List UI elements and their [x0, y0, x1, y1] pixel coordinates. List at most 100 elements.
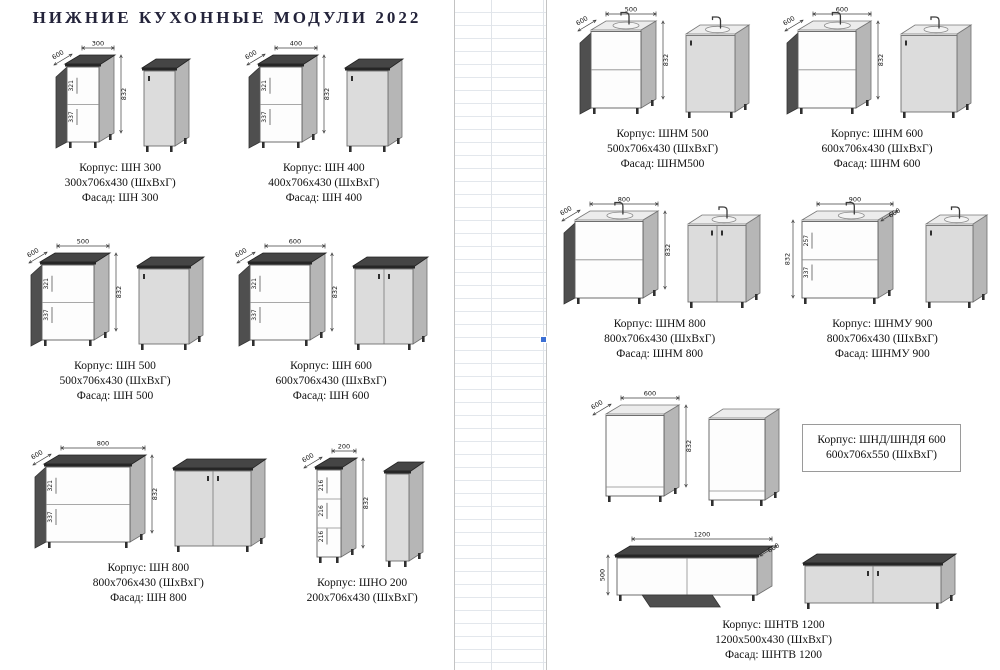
dimension-label: 600 [289, 237, 301, 245]
selection-handle[interactable] [540, 336, 547, 343]
dimension-label: 257 [803, 235, 810, 247]
caption-line: Фасад: ШН 500 [76, 389, 154, 402]
caption-line: 600х706х430 (ШхВхГ) [275, 374, 387, 387]
dimension-label: 337 [68, 111, 75, 123]
module-caption: Корпус: ШНМУ 900 800х706х430 (ШхВхГ) Фасад… [827, 317, 938, 362]
dimension-label: 300 [91, 40, 103, 48]
page-title: НИЖНИЕ КУХОННЫЕ МОДУЛИ 2022 [32, 8, 422, 27]
caption-line: Корпус: ШН 800 [107, 561, 190, 574]
dimension-label: 321 [251, 278, 258, 290]
caption-line: 600х706х430 (ШхВхГ) [821, 142, 933, 155]
dimension-label: 337 [803, 266, 810, 278]
caption-line: Фасад: ШНМ 600 [833, 157, 921, 170]
dimension-label: 832 [115, 286, 123, 298]
dimension-label: 500 [77, 237, 89, 245]
module-caption: Корпус: ШН 400 400х706х430 (ШхВхГ) Фасад: … [268, 161, 379, 206]
dimension-label: 337 [251, 309, 258, 321]
caption-line: Фасад: ШН 600 [292, 389, 370, 402]
caption-line: Фасад: ШНМ 800 [616, 347, 704, 360]
caption-line: 400х706х430 (ШхВхГ) [268, 176, 380, 189]
spreadsheet-strip [455, 0, 546, 670]
dimension-label: 832 [685, 439, 693, 451]
caption-line: Фасад: ШН 300 [81, 191, 159, 204]
facade-drawing [684, 16, 751, 118]
grid-line [543, 0, 544, 670]
dimension-label: 321 [68, 80, 75, 92]
facade-drawing [351, 256, 430, 350]
dimension-label: 800 [617, 195, 629, 203]
caption-line: Фасад: ШН 400 [285, 191, 363, 204]
facade-drawing [382, 460, 425, 567]
caption-line: Корпус: ШНМУ 900 [832, 317, 933, 330]
caption-line: Корпус: ШНМ 800 [613, 317, 706, 330]
caption-line: Фасад: ШНМУ 900 [834, 347, 930, 360]
dimension-label: 200 [337, 442, 349, 450]
caption-line: 500х706х430 (ШхВхГ) [59, 374, 171, 387]
dimension-label: 216 [318, 530, 325, 542]
dimension-label: 337 [261, 111, 268, 123]
grid-line [491, 0, 492, 670]
dimension-label: 832 [151, 487, 159, 499]
dimension-label: 832 [877, 54, 885, 66]
facade-drawing [171, 457, 268, 552]
dimension-label: 400 [290, 40, 302, 48]
caption-line: 200х706х430 (ШхВхГ) [306, 591, 418, 604]
caption-line: Корпус: ШН 300 [79, 162, 162, 174]
caption-line: Фасад: ШНМ500 [620, 157, 705, 170]
dimension-label: 832 [323, 88, 331, 100]
dimension-label: 337 [47, 511, 54, 523]
dimension-label: 800 [97, 439, 109, 447]
dimension-label: 832 [784, 253, 792, 265]
dimension-label: 600 [644, 389, 656, 397]
dimension-label: 832 [662, 54, 670, 66]
facade-drawing [140, 58, 191, 152]
dimension-label: 216 [318, 505, 325, 517]
facade-drawing [899, 16, 973, 118]
caption-line: Корпус: ШН 400 [282, 162, 365, 174]
caption-line: 1200х500х430 (ШхВхГ) [715, 633, 832, 646]
caption-line: 800х706х430 (ШхВхГ) [826, 332, 938, 345]
facade-drawing [801, 552, 958, 609]
dimension-label: 832 [664, 244, 672, 256]
dimension-label: 321 [261, 80, 268, 92]
dimension-label: 832 [120, 88, 128, 100]
dimension-label: 832 [331, 286, 339, 298]
